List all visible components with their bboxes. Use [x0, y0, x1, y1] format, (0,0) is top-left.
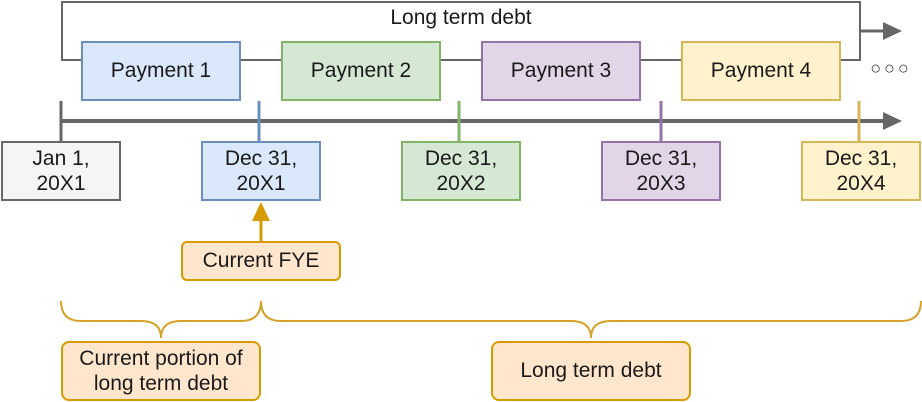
- date-dec31-20x1: Dec 31, 20X1: [201, 141, 321, 201]
- current-portion-brace: [60, 300, 262, 339]
- timeline-arrowhead: [883, 112, 902, 130]
- current-fye-arrowhead: [252, 202, 270, 221]
- long-term-portion-brace: [260, 300, 922, 339]
- payment-4-box: Payment 4: [681, 41, 841, 101]
- payment-1-box: Payment 1: [81, 41, 241, 101]
- date-dec31-20x2: Dec 31, 20X2: [401, 141, 521, 201]
- date-dec31-20x3: Dec 31, 20X3: [601, 141, 721, 201]
- date-dec31-20x4: Dec 31, 20X4: [801, 141, 921, 201]
- date-jan1-20x1: Jan 1, 20X1: [1, 141, 121, 201]
- long-term-portion-box: Long term debt: [491, 341, 691, 401]
- long-term-debt-title: Long term debt: [390, 6, 532, 29]
- payment-3-box: Payment 3: [481, 41, 641, 101]
- current-portion-box: Current portion of long term debt: [61, 341, 261, 401]
- frame-continuation-arrowhead: [883, 22, 902, 40]
- continuation-ellipsis: ○○○: [870, 58, 912, 78]
- current-fye-box: Current FYE: [181, 241, 341, 281]
- payment-2-box: Payment 2: [281, 41, 441, 101]
